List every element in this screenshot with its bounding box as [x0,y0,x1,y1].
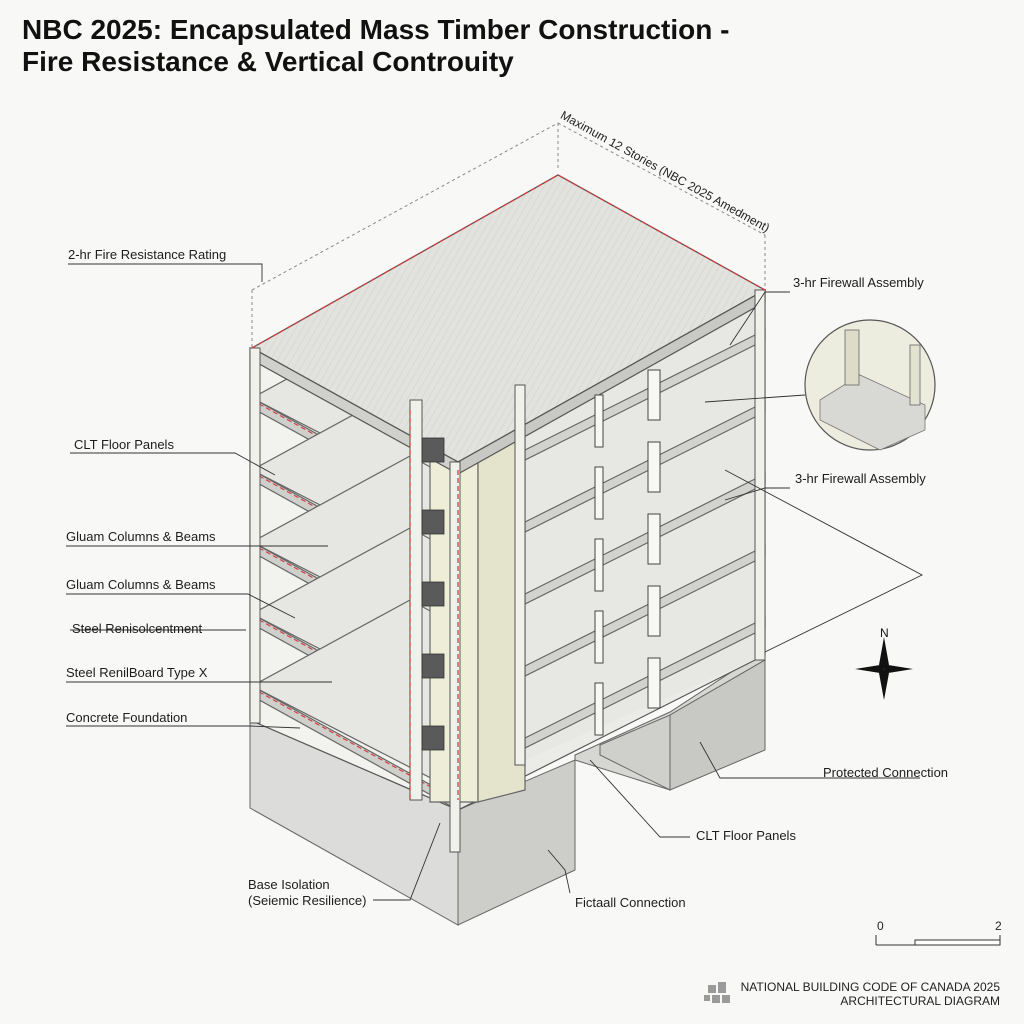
footer-line-2: ARCHITECTURAL DIAGRAM [840,994,1000,1008]
steel-connection-node [421,581,445,607]
label-clt-floor-left: CLT Floor Panels [74,437,174,452]
facade-windows [594,369,661,736]
steel-connection-node [421,653,445,679]
label-protected-connection: Protected Connection [823,765,949,780]
window [647,513,661,565]
steel-connection-node [421,437,445,463]
height-dimension-lines [251,122,766,348]
leader-lines [66,263,923,901]
window [594,610,604,664]
label-firewall-1: 3-hr Firewall Assembly [793,275,924,290]
label-base-isolation: Base Isolation [248,877,330,892]
window [594,538,604,592]
window [647,657,661,709]
building-logo-icon [704,982,730,1003]
firewall-detail-callout [804,319,936,451]
north-compass [855,637,913,700]
label-concrete-foundation: Concrete Foundation [66,710,188,725]
label-fire-rating: 2-hr Fire Resistance Rating [68,247,227,262]
window [594,466,604,520]
title-line-2: Fire Resistance & Vertical Controuity [22,46,514,77]
label-glulam-2: Gluam Columns & Beams [66,577,216,592]
steel-connection-node [421,725,445,751]
roof-slab [250,174,767,476]
label-firewall-2: 3-hr Firewall Assembly [795,471,926,486]
concrete-foundation [249,649,766,926]
footer-credit: NATIONAL BUILDING CODE OF CANADA 2025 AR… [741,980,1000,1008]
fire-rating-lines [251,174,766,800]
window [647,585,661,637]
label-seismic-resilience: (Seiemic Resilience) [248,893,367,908]
steel-connection-nodes [421,437,445,751]
label-glulam-1: Gluam Columns & Beams [66,529,216,544]
footer-line-1: NATIONAL BUILDING CODE OF CANADA 2025 [740,980,1000,994]
clt-floor-slabs [250,311,766,812]
scale-bar [875,935,1001,946]
window [647,369,661,421]
steel-connection-node [421,509,445,535]
diagram-title: NBC 2025: Encapsulated Mass Timber Const… [22,14,729,78]
window [647,441,661,493]
label-clt-floor-right: CLT Floor Panels [696,828,796,843]
window [594,394,604,448]
scale-start: 0 [877,919,884,933]
floor-fire-line [251,687,459,803]
label-steel-reinforcement: Steel Renisolcentment [72,621,203,636]
glulam-columns [249,289,766,853]
scale-end: 2 [995,919,1002,933]
label-fictaall-connection: Fictaall Connection [575,895,686,910]
title-line-1: NBC 2025: Encapsulated Mass Timber Const… [22,14,730,45]
label-steel-board: Steel RenilBoard Type X [66,665,208,680]
compass-north-label: N [880,626,889,640]
window [594,682,604,736]
